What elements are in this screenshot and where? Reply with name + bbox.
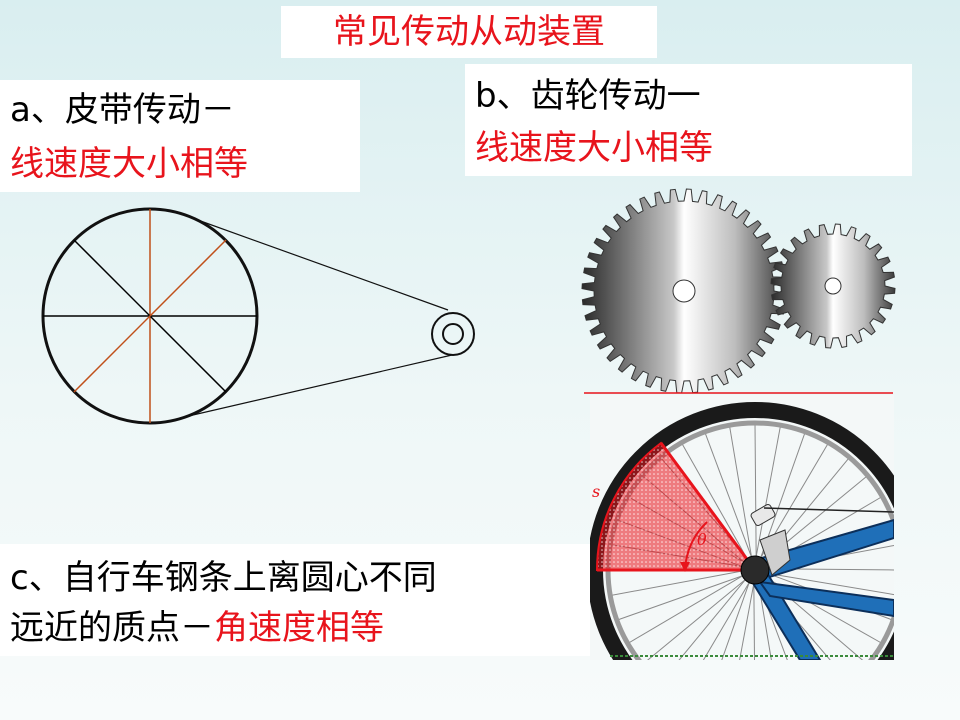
gear-drive-result: 线速度大小相等 [475,128,713,168]
belt-upper [194,218,449,311]
angle-arc-arrowhead [680,562,690,572]
belt-drive-label-box: a、皮带传动－ 线速度大小相等 [0,80,360,192]
bicycle-wheel-diagram: θ s [590,395,894,660]
gear-drive-heading: b、齿轮传动一 [475,70,701,122]
wheel-spoke [611,570,746,596]
small-pulley-outer [431,312,475,356]
sector-radius-diagonal [659,442,757,571]
gear-drive-prefix: b、 [475,76,531,116]
bicycle-spoke-result-line: 远近的质点－角速度相等 [10,602,384,654]
belt-drive-result: 线速度大小相等 [10,144,248,184]
small-pulley-inner [442,323,464,345]
page-title: 常见传动从动装置 [333,12,605,52]
belt-drive-diagram [41,207,475,425]
pulley-spoke-diagonal-red [73,239,227,393]
large-gear-hole [672,279,696,303]
wheel-spoke [678,576,749,660]
wheel-spoke [681,443,750,563]
wheel-spoke [729,426,753,561]
wheel-spoke [628,573,747,644]
wheel-spoke [647,576,749,660]
derailleur-bracket [750,504,776,526]
wheel-spoke [739,579,755,660]
wheel-spoke [754,423,757,561]
title-box: 常见传动从动装置 [281,6,657,58]
angle-letter: θ [697,530,707,549]
brake-cable [763,507,894,513]
gear-drive-label-box: b、齿轮传动一 线速度大小相等 [465,64,912,176]
belt-lower [179,354,453,419]
belt-drive-prefix: a、 [10,90,65,130]
belt-drive-heading: a、皮带传动－ [10,84,235,136]
bike-frame-lower-tube [757,580,894,618]
bicycle-spoke-result: 角速度相等 [214,608,384,648]
wheel-spoke [721,578,751,660]
tire [590,402,894,660]
belt-drive-name: 皮带传动－ [64,90,235,130]
derailleur-body [759,529,791,576]
bicycle-spoke-label-box: c、自行车钢条上离圆心不同 远近的质点－角速度相等 [0,544,590,656]
bicycle-spoke-subject: 远近的质点－ [10,608,214,648]
wheel-spoke [755,426,781,561]
arc-length-letter: s [592,482,600,501]
gear-drive-name: 齿轮传动一 [530,76,701,116]
wheel-spoke [753,579,756,660]
gear-drive-diagram [581,188,896,394]
wheel-spoke [704,432,754,561]
small-gear-hole [824,277,842,295]
wheel-spoke [757,579,772,660]
wheel-spoke [617,574,747,621]
bicycle-spoke-heading: c、自行车钢条上离圆心不同 [10,558,437,598]
wheel-spoke [764,572,894,596]
wheel-hub [740,555,770,585]
wheel-spoke [702,578,752,660]
angle-sector [595,441,757,571]
